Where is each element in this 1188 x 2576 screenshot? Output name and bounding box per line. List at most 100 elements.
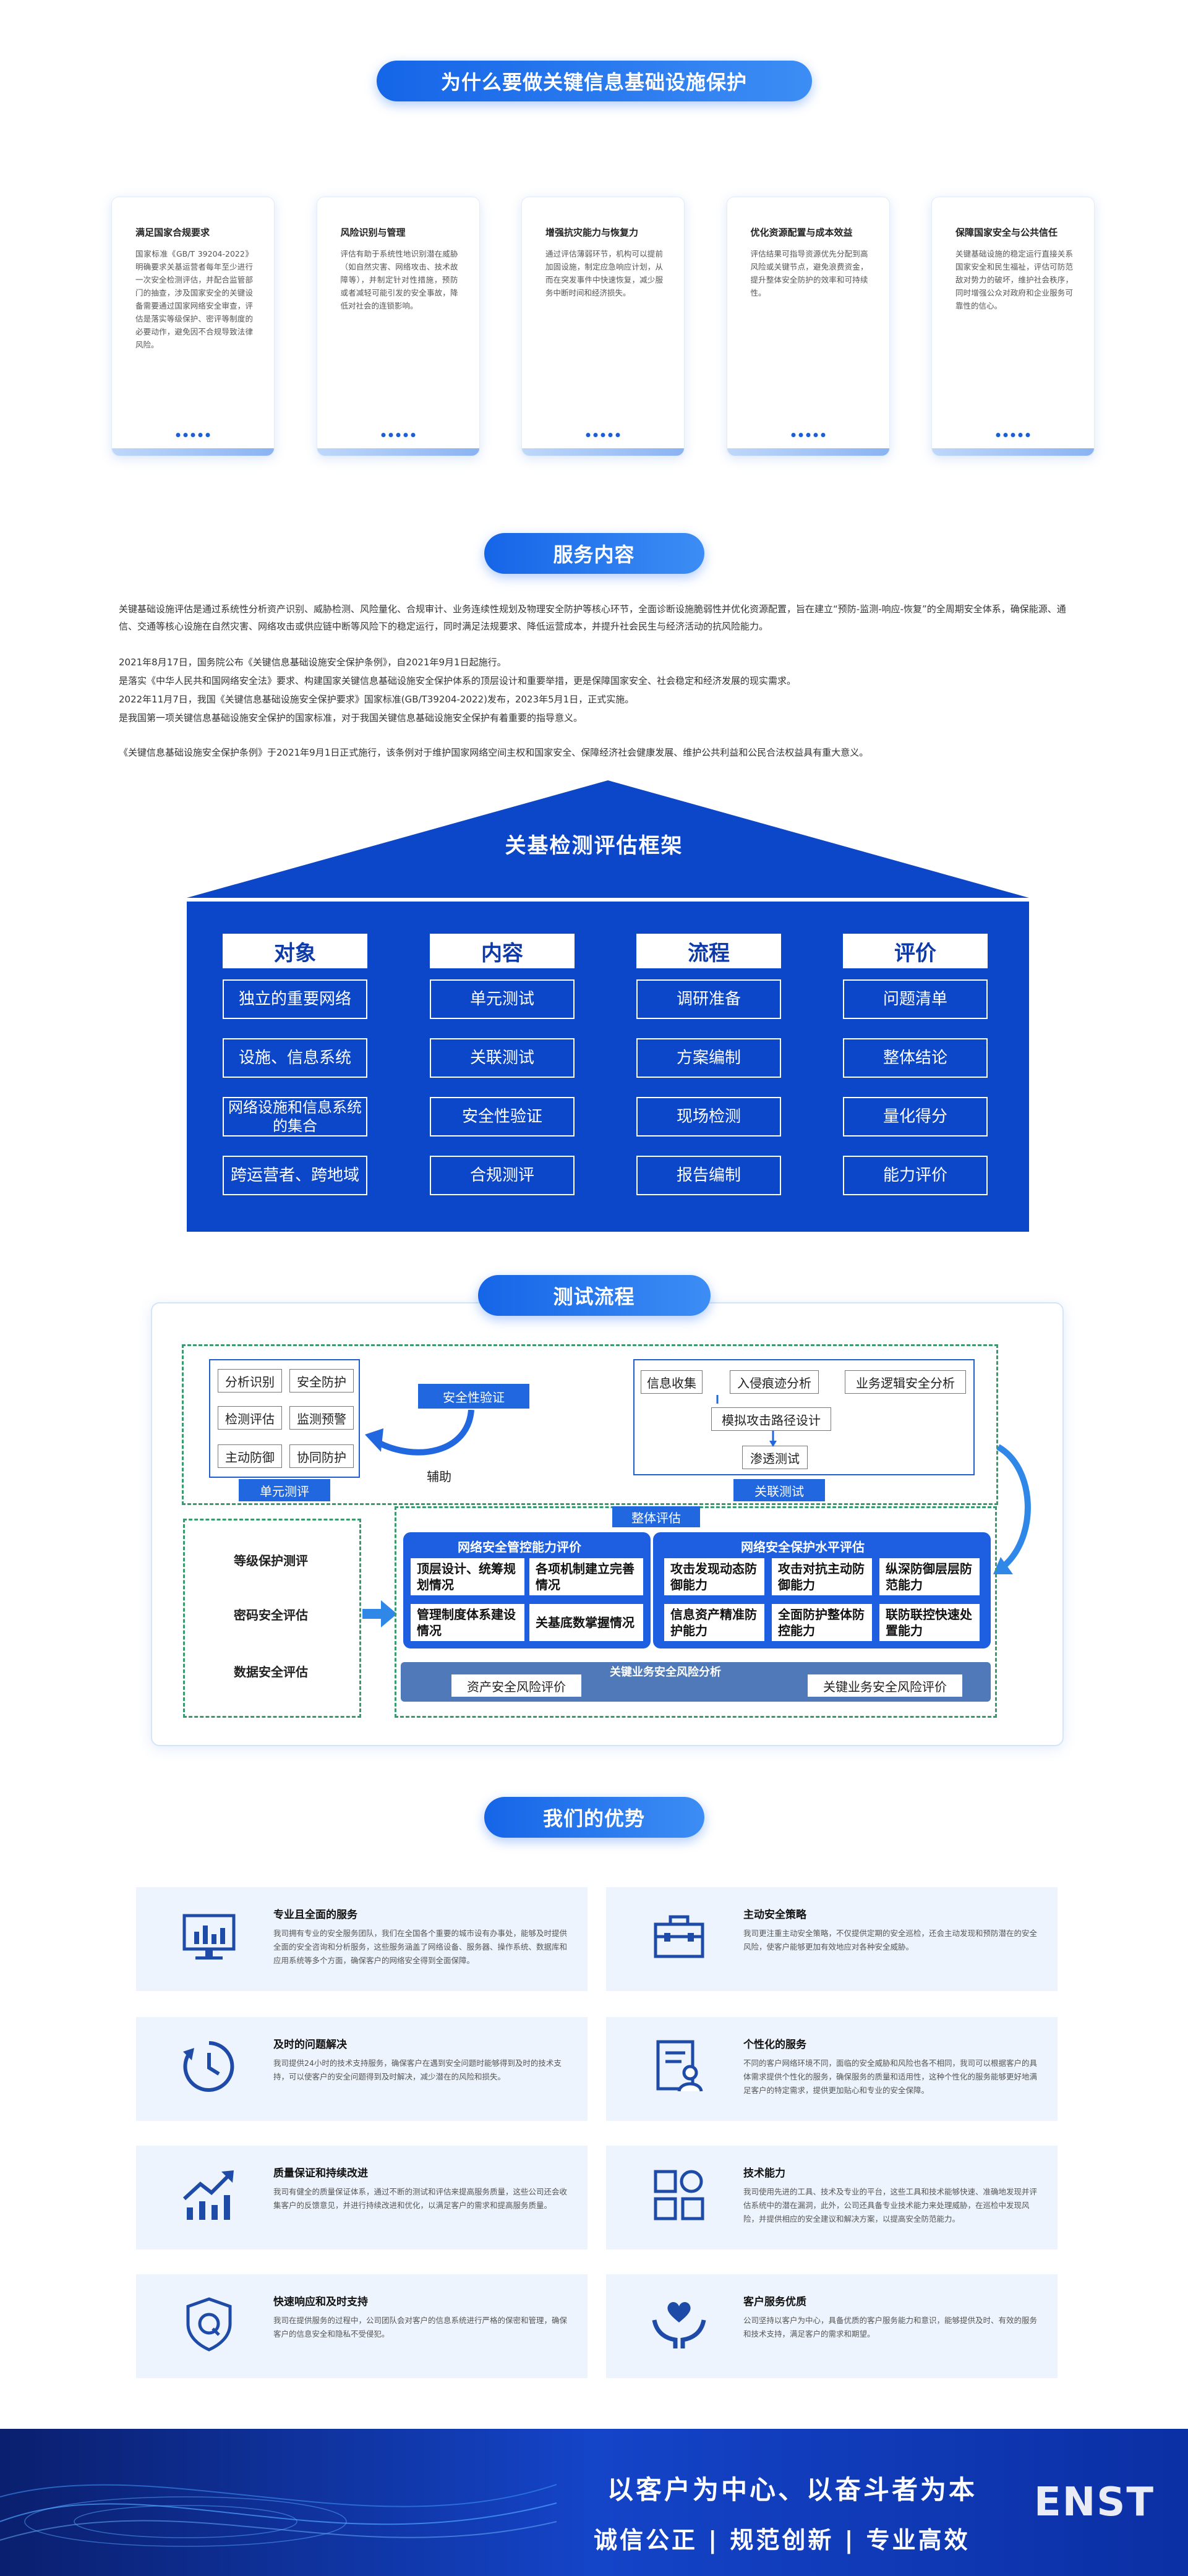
- footer-values: 诚信公正 | 规范创新 | 专业高效: [594, 2527, 970, 2554]
- reason-card: 风险识别与管理 评估有助于系统性地识别潜在威胁（如自然灾害、网络攻击、技术故障等…: [316, 197, 480, 456]
- other-assessment-item: 等级保护测评: [234, 1553, 308, 1568]
- advantage-text: 我司提供24小时的技术支持服务，确保客户在遇到安全问题时能够得到及时的技术支持，…: [273, 2058, 562, 2081]
- framework-body: 对象 独立的重要网络 设施、信息系统 网络设施和信息系统的集合 跨运营者、跨地域…: [187, 902, 1029, 1232]
- panel-cell: 联防联控快速处置能力: [879, 1604, 980, 1641]
- unit-chip: 分析识别: [218, 1369, 282, 1392]
- column-item: 整体结论: [843, 1038, 988, 1078]
- unit-chip: 检测评估: [218, 1406, 282, 1430]
- footer-banner: [0, 2429, 1188, 2576]
- section-title-flow: 测试流程: [477, 1275, 711, 1316]
- panel-cell: 顶层设计、统筹规划情况: [411, 1558, 524, 1595]
- monitor-chart-icon: [182, 1914, 236, 1960]
- advantage-text: 我司有健全的质量保证体系，通过不断的测试和评估来提高服务质量，这些公司还会收集客…: [273, 2187, 568, 2210]
- column-item: 单元测试: [430, 979, 575, 1019]
- other-assessments-region: [183, 1519, 361, 1718]
- framework-roof: [187, 780, 1029, 898]
- reason-card: 增强抗灾能力与恢复力 通过评估薄弱环节，机构可以提前加固设施，制定应急响应计划，…: [521, 197, 685, 456]
- dots-icon: [381, 433, 415, 437]
- column-head: 评价: [843, 934, 988, 968]
- toolbox-icon: [654, 1915, 704, 1958]
- advantage-card: 技术能力 我司使用先进的工具、技术及专业的平台，这些工具和技术能够快速、准确地发…: [606, 2146, 1058, 2250]
- flow-arrow-icon: [716, 1395, 777, 1447]
- card-text: 通过评估薄弱环节，机构可以提前加固设施，制定应急响应计划，从而在突发事件中快速恢…: [545, 249, 663, 297]
- column-item: 能力评价: [843, 1156, 988, 1195]
- risk-chip: 资产安全风险评价: [451, 1674, 581, 1697]
- column-item: 方案编制: [636, 1038, 781, 1078]
- shield-q-icon: [186, 2297, 232, 2352]
- panel-cell: 信息资产精准防护能力: [664, 1604, 764, 1641]
- framework-column-content: 内容 单元测试 关联测试 安全性验证 合规测评: [430, 934, 575, 1214]
- card-title: 增强抗灾能力与恢复力: [545, 227, 639, 238]
- framework-column-evaluation: 评价 问题清单 整体结论 量化得分 能力评价: [843, 934, 988, 1214]
- security-verify-tag: 安全性验证: [418, 1384, 529, 1409]
- column-item: 现场检测: [636, 1097, 781, 1137]
- panel-cell: 攻击发现动态防御能力: [664, 1558, 764, 1595]
- advantage-title: 质量保证和持续改进: [273, 2167, 368, 2180]
- other-assessment-item: 密码安全评估: [234, 1608, 308, 1623]
- advantage-card: 质量保证和持续改进 我司有健全的质量保证体系，通过不断的测试和评估来提高服务质量…: [136, 2146, 588, 2250]
- assoc-chip: 信息收集: [641, 1370, 703, 1394]
- assoc-chip: 模拟攻击路径设计: [711, 1407, 831, 1431]
- section-title-why: 为什么要做关键信息基础设施保护: [376, 61, 812, 101]
- column-item: 网络设施和信息系统的集合: [223, 1097, 367, 1137]
- other-assessment-item: 数据安全评估: [234, 1665, 308, 1679]
- unit-chip: 协同防护: [289, 1444, 354, 1468]
- assoc-chip: 渗透测试: [742, 1446, 808, 1469]
- growth-chart-icon: [182, 2170, 234, 2220]
- card-title: 风险识别与管理: [340, 227, 406, 238]
- reason-card: 保障国家安全与公共信任 关键基础设施的稳定运行直接关系国家安全和民生福祉，评估可…: [931, 197, 1095, 456]
- unit-assoc-region: [182, 1344, 998, 1505]
- reason-card: 满足国家合规要求 国家标准《GB/T 39204-2022》明确要求关基运营者每…: [111, 197, 275, 456]
- framework-column-object: 对象 独立的重要网络 设施、信息系统 网络设施和信息系统的集合 跨运营者、跨地域: [223, 934, 367, 1214]
- column-item: 关联测试: [430, 1038, 575, 1078]
- panel-title: 网络安全管控能力评价: [458, 1540, 581, 1555]
- advantage-card: 个性化的服务 不同的客户网络环境不同，面临的安全威胁和风险也各不相同，我司可以根…: [606, 2017, 1058, 2121]
- risk-chip: 关键业务安全风险评价: [808, 1674, 962, 1697]
- column-head: 内容: [430, 934, 575, 968]
- panel-cell: 各项机制建立完善情况: [529, 1558, 643, 1595]
- advantage-card: 专业且全面的服务 我司拥有专业的安全服务团队，我们在全国各个重要的城市设有办事处…: [136, 1887, 588, 1991]
- heart-hands-icon: [652, 2302, 706, 2348]
- column-item: 调研准备: [636, 979, 781, 1019]
- card-title: 优化资源配置与成本效益: [750, 227, 853, 238]
- card-text: 关键基础设施的稳定运行直接关系国家安全和民生福祉，评估可防范敌对势力的破坏，维护…: [955, 249, 1073, 310]
- service-para: 《关键信息基础设施安全保护条例》于2021年9月1日正式施行，该条例对于维护国家…: [119, 747, 869, 758]
- advantage-title: 客户服务优质: [743, 2296, 806, 2308]
- advantage-text: 我司拥有专业的安全服务团队，我们在全国各个重要的城市设有办事处，能够及时提供全面…: [273, 1929, 568, 1965]
- advantage-title: 专业且全面的服务: [273, 1909, 357, 1921]
- right-arrow-icon: [362, 1600, 397, 1627]
- panel-cell: 全面防护整体防控能力: [772, 1604, 872, 1641]
- document-user-icon: [656, 2040, 703, 2092]
- advantage-text: 我司更注重主动安全策略，不仅提供定期的安全巡检，还会主动发现和预防潜在的安全风险…: [743, 1929, 1038, 1951]
- panel-cell: 纵深防御层层防范能力: [879, 1558, 980, 1595]
- advantage-text: 我司使用先进的工具、技术及专业的平台，这些工具和技术能够快速、准确地发现并评估系…: [743, 2187, 1038, 2224]
- panel-cell: 管理制度体系建设情况: [411, 1604, 524, 1641]
- advantage-title: 个性化的服务: [743, 2039, 806, 2051]
- dots-icon: [176, 433, 210, 437]
- advantage-card: 及时的问题解决 我司提供24小时的技术支持服务，确保客户在遇到安全问题时能够得到…: [136, 2017, 588, 2121]
- overall-eval-label: 整体评估: [612, 1506, 700, 1527]
- column-item: 安全性验证: [430, 1097, 575, 1137]
- column-item: 量化得分: [843, 1097, 988, 1137]
- service-para: 2021年8月17日，国务院公布《关键信息基础设施安全保护条例》，自2021年9…: [119, 657, 506, 668]
- dots-icon: [996, 433, 1030, 437]
- card-text: 评估结果可指导资源优先分配到高风险或关键节点，避免浪费资金，提升整体安全防护的效…: [750, 249, 868, 297]
- reason-cards: 满足国家合规要求 国家标准《GB/T 39204-2022》明确要求关基运营者每…: [111, 197, 1095, 456]
- grid-apps-icon: [654, 2170, 704, 2220]
- advantage-title: 技术能力: [743, 2167, 785, 2180]
- advantage-card: 快速响应和及时支持 我司在提供服务的过程中，公司团队会对客户的信息系统进行严格的…: [136, 2274, 588, 2378]
- risk-analysis-title: 关键业务安全风险分析: [610, 1666, 721, 1679]
- advantage-title: 及时的问题解决: [273, 2039, 347, 2051]
- unit-chip: 主动防御: [218, 1444, 282, 1468]
- service-intro: 关键基础设施评估是通过系统性分析资产识别、威胁检测、风险量化、合规审计、业务连续…: [119, 603, 1066, 632]
- column-head: 流程: [636, 934, 781, 968]
- assist-label: 辅助: [427, 1469, 451, 1484]
- panel-title: 网络安全保护水平评估: [741, 1540, 865, 1555]
- assoc-chip: 业务逻辑安全分析: [845, 1370, 966, 1394]
- column-item: 跨运营者、跨地域: [223, 1156, 367, 1195]
- clock-icon: [183, 2041, 234, 2092]
- dots-icon: [791, 433, 825, 437]
- footer-slogan: 以客户为中心、以奋斗者为本: [607, 2475, 978, 2505]
- card-title: 保障国家安全与公共信任: [955, 227, 1058, 238]
- advantage-text: 我司在提供服务的过程中，公司团队会对客户的信息系统进行严格的保密和管理，确保客户…: [273, 2316, 568, 2339]
